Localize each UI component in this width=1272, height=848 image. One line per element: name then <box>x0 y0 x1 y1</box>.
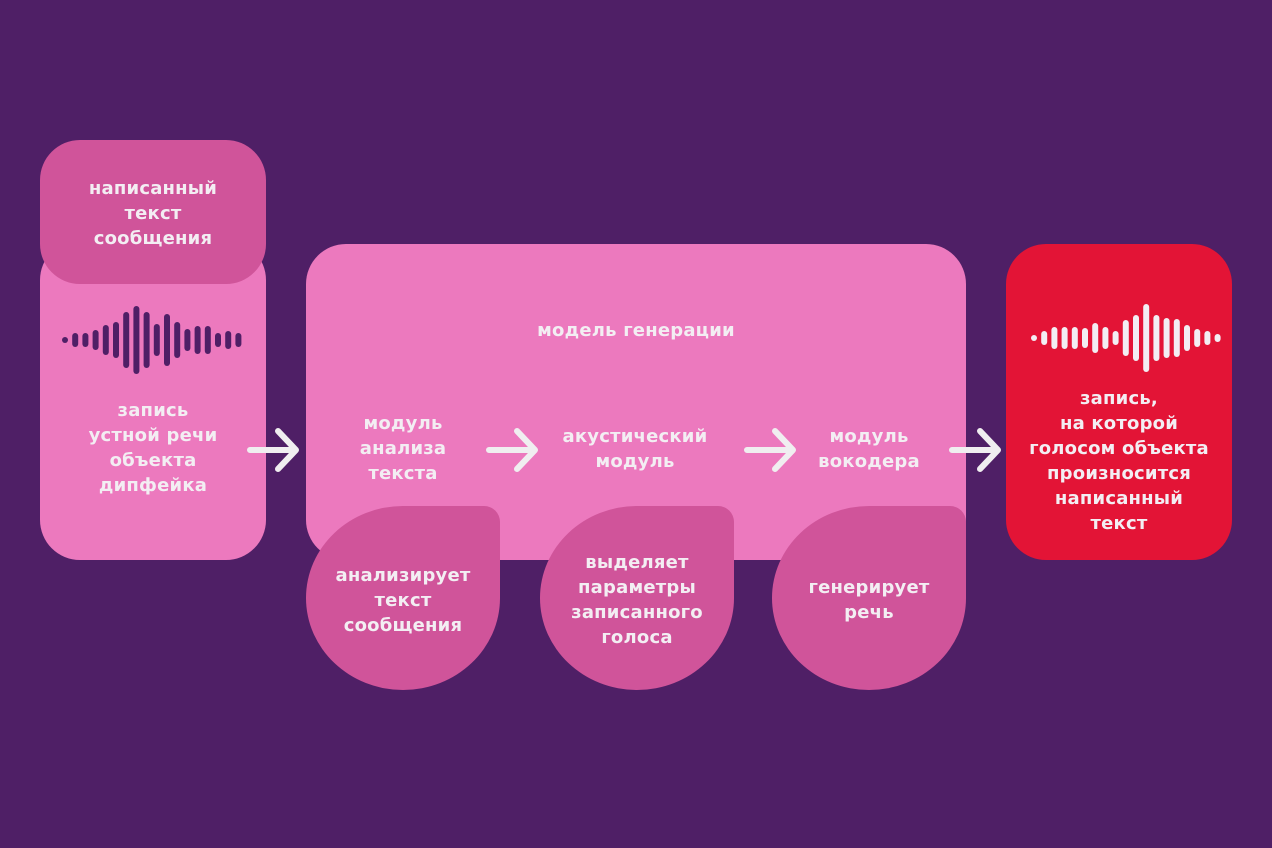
wave-bar <box>1082 328 1088 348</box>
sound-wave-icon <box>62 306 242 374</box>
wave-bar <box>1112 331 1119 345</box>
module-vocoder-description <box>772 506 966 690</box>
wave-bar <box>194 326 201 354</box>
input-recording-label: запись устной речи объекта дипфейка <box>88 400 218 496</box>
wave-bar <box>1041 331 1048 345</box>
wave-bar <box>1173 319 1180 357</box>
module-acoustic-description <box>540 506 734 690</box>
arrow-right-icon <box>744 428 796 472</box>
wave-bar <box>102 325 109 355</box>
wave-bar <box>1031 335 1037 341</box>
input-text-label: написанный текст сообщения <box>88 178 218 249</box>
module-text-analysis-description <box>306 506 500 690</box>
input-recording-box <box>40 240 266 560</box>
wave-bar <box>215 333 221 347</box>
module-acoustic: акустический модуль <box>562 426 708 472</box>
wave-bar <box>1051 327 1058 349</box>
wave-bar <box>1214 334 1221 342</box>
module-text-analysis: модуль анализа текста <box>359 413 447 484</box>
wave-bar <box>143 312 150 368</box>
wave-bar <box>184 329 191 351</box>
wave-bar <box>235 333 242 347</box>
wave-bar <box>62 337 68 343</box>
wave-bar <box>123 312 130 368</box>
description-acoustic: выделяет параметры записанного голоса <box>571 552 703 648</box>
description-text-analysis: анализирует текст сообщения <box>335 565 471 636</box>
wave-bar <box>204 326 211 354</box>
model-title: модель генерации <box>537 320 735 341</box>
wave-bar <box>225 331 232 349</box>
wave-bar <box>1071 327 1078 349</box>
wave-bar <box>1102 327 1109 349</box>
wave-bar <box>1184 325 1190 351</box>
wave-bar <box>1133 315 1139 361</box>
wave-bar <box>1143 304 1150 372</box>
output-label: запись, на которой голосом объекта произ… <box>1029 388 1209 534</box>
wave-bar <box>1061 327 1068 349</box>
wave-bar <box>164 314 170 366</box>
wave-bar <box>82 333 89 347</box>
sound-wave-icon <box>1031 304 1221 372</box>
arrow-right-icon <box>247 428 299 472</box>
arrow-right-icon <box>949 428 1001 472</box>
description-vocoder: генерирует речь <box>808 577 930 623</box>
wave-bar <box>1122 320 1129 356</box>
arrow-right-icon <box>486 428 538 472</box>
wave-bar <box>1092 323 1099 353</box>
wave-bar <box>153 324 160 356</box>
wave-bar <box>133 306 140 374</box>
wave-bar <box>113 322 119 358</box>
output-recording-box <box>1006 244 1232 560</box>
wave-bar <box>1153 315 1160 361</box>
wave-bar <box>1194 329 1201 347</box>
wave-bar <box>1163 318 1170 358</box>
module-vocoder: модуль вокодера <box>818 426 920 472</box>
wave-bar <box>72 333 79 347</box>
input-text-box <box>40 140 266 284</box>
wave-bar <box>174 322 181 358</box>
wave-bar <box>92 330 99 350</box>
wave-bar <box>1204 331 1211 345</box>
